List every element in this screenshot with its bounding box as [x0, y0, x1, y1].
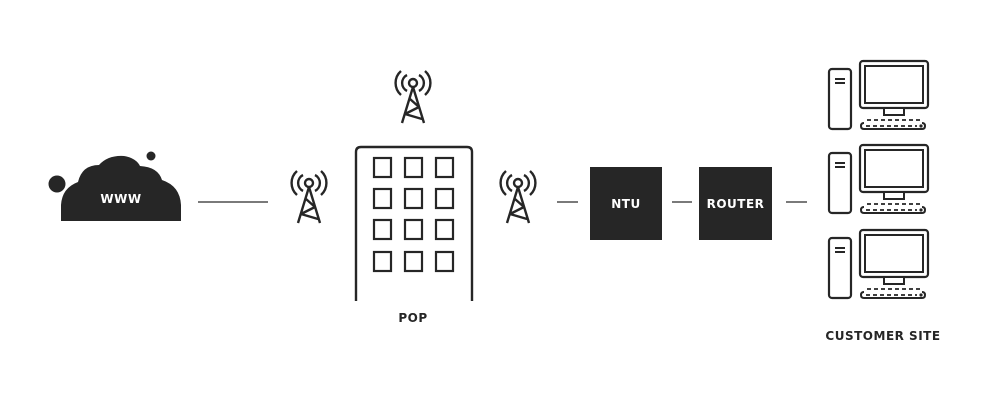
building-window: [372, 218, 393, 241]
radio-tower-icon: [499, 169, 537, 225]
building-window: [434, 156, 455, 179]
desktop-computer-icon: [827, 143, 930, 215]
radio-tower-icon: [394, 69, 432, 125]
building-window: [372, 187, 393, 210]
building-window: [403, 187, 424, 210]
desktop-computer-icon: [827, 59, 930, 131]
pop-label: POP: [398, 311, 427, 325]
router-label: ROUTER: [707, 197, 765, 211]
building-window: [403, 156, 424, 179]
building-icon: [354, 145, 474, 301]
building-window: [434, 250, 455, 273]
desktop-computer-icon: [827, 228, 930, 300]
ntu-label: NTU: [611, 197, 640, 211]
building-window: [372, 250, 393, 273]
building-window: [434, 218, 455, 241]
router-box: [699, 167, 772, 240]
customer-site-label: CUSTOMER SITE: [825, 329, 940, 343]
building-window: [434, 187, 455, 210]
building-window: [403, 250, 424, 273]
building-window: [372, 156, 393, 179]
building-window: [403, 218, 424, 241]
radio-tower-icon: [290, 169, 328, 225]
internet-label: WWW: [100, 192, 141, 206]
ntu-box: [590, 167, 662, 240]
cloud-icon: [48, 151, 181, 221]
